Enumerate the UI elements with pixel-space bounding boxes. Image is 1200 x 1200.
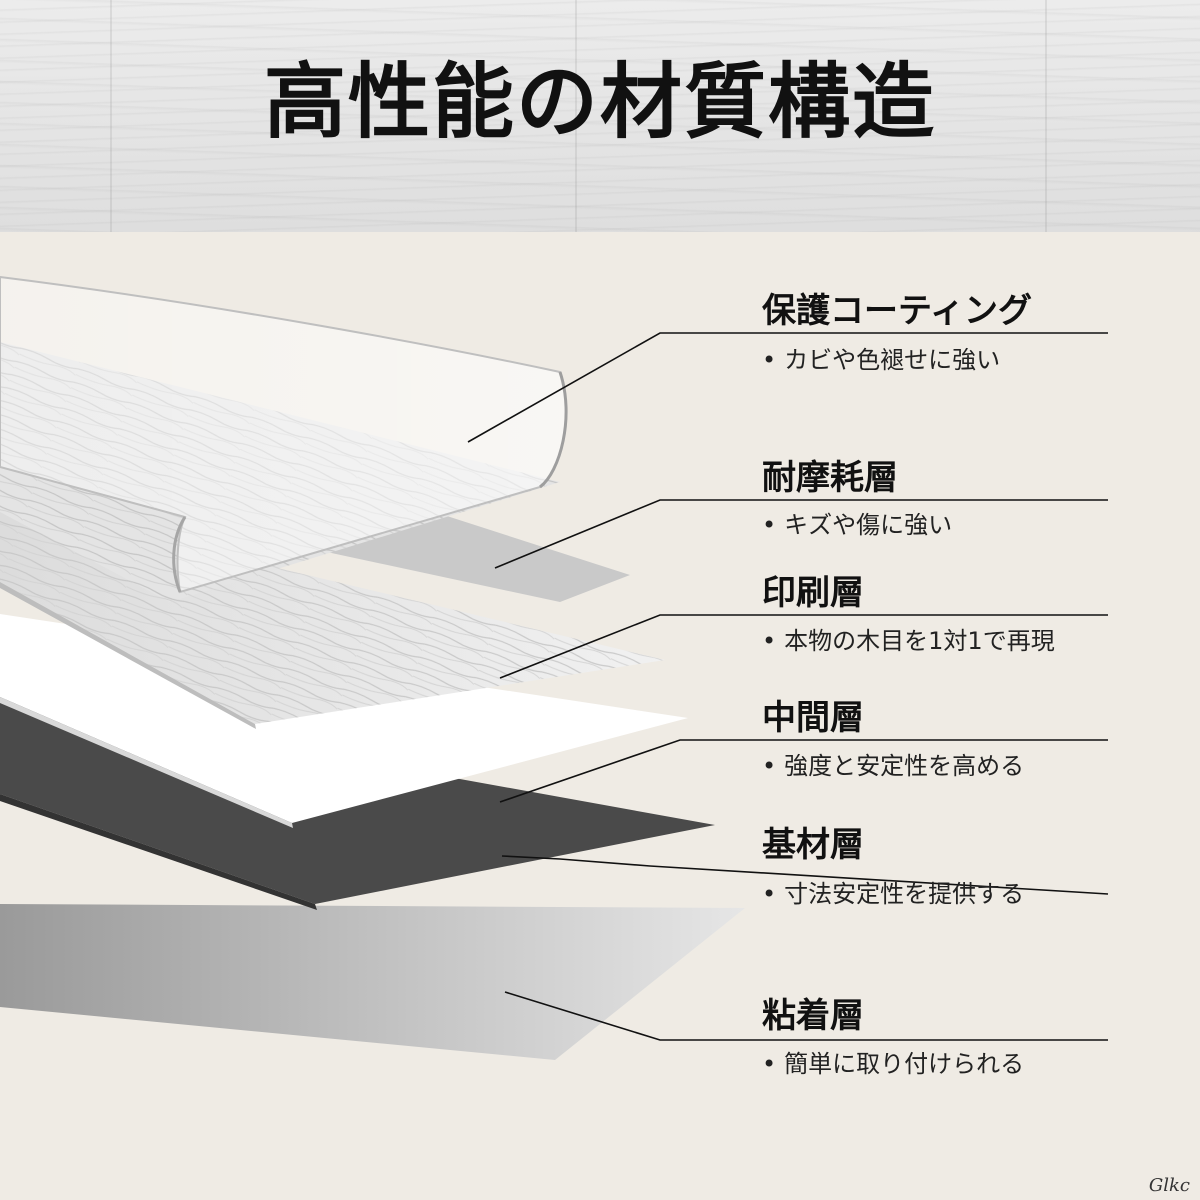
middle-layer-edge <box>0 697 293 828</box>
plank-seam <box>1045 0 1047 232</box>
plank-seam <box>575 0 577 232</box>
layer-desc-wear-layer: •キズや傷に強い <box>762 505 952 540</box>
layer-desc-text: キズや傷に強い <box>784 511 953 539</box>
leader-line-substrate-layer <box>501 855 1109 895</box>
layer-diagram <box>0 275 1109 1060</box>
layer-desc-substrate-layer: •寸法安定性を提供する <box>762 874 1024 909</box>
leader-line-wear-layer <box>494 499 1108 569</box>
layer-label-wear-layer: 耐摩耗層 <box>762 458 898 498</box>
watermark: Glkc <box>1148 1175 1190 1196</box>
bullet: • <box>762 752 777 780</box>
bullet: • <box>762 1050 777 1078</box>
layer-desc-text: カビや色褪せに強い <box>784 346 1001 374</box>
layer-label-middle-layer: 中間層 <box>762 698 864 738</box>
page-title: 高性能の材質構造 <box>263 55 936 150</box>
bullet: • <box>762 346 777 374</box>
layer-label-substrate-layer: 基材層 <box>762 825 864 865</box>
leader-line-middle-layer <box>499 739 1108 803</box>
leader-line-print-layer <box>499 614 1108 679</box>
protective-coating-lower-curl <box>172 516 187 593</box>
layer-label-adhesive-layer: 粘着層 <box>762 996 864 1036</box>
layer-label-protective-coating: 保護コーティング <box>762 291 1032 331</box>
wood-texture-header: 高性能の材質構造 <box>0 0 1200 232</box>
layer-desc-text: 本物の木目を1対1で再現 <box>784 627 1055 655</box>
layer-label-print-layer: 印刷層 <box>762 573 864 613</box>
bullet: • <box>762 511 777 539</box>
layer-desc-text: 寸法安定性を提供する <box>784 880 1025 908</box>
print-layer-edge <box>0 582 256 729</box>
adhesive-layer-sheet <box>0 904 745 1060</box>
bullet: • <box>762 880 777 908</box>
layer-desc-protective-coating: •カビや色褪せに強い <box>762 340 1000 375</box>
leader-line-protective-coating <box>467 332 1108 443</box>
layer-desc-text: 簡単に取り付けられる <box>784 1050 1025 1078</box>
plank-seam <box>110 0 112 232</box>
layer-desc-middle-layer: •強度と安定性を高める <box>762 746 1024 781</box>
leader-line-adhesive-layer <box>504 991 1108 1041</box>
layer-desc-adhesive-layer: •簡単に取り付けられる <box>762 1044 1024 1079</box>
substrate-layer-edge <box>0 794 317 910</box>
bullet: • <box>762 627 777 655</box>
layer-desc-text: 強度と安定性を高める <box>784 752 1025 780</box>
layer-desc-print-layer: •本物の木目を1対1で再現 <box>762 621 1055 656</box>
